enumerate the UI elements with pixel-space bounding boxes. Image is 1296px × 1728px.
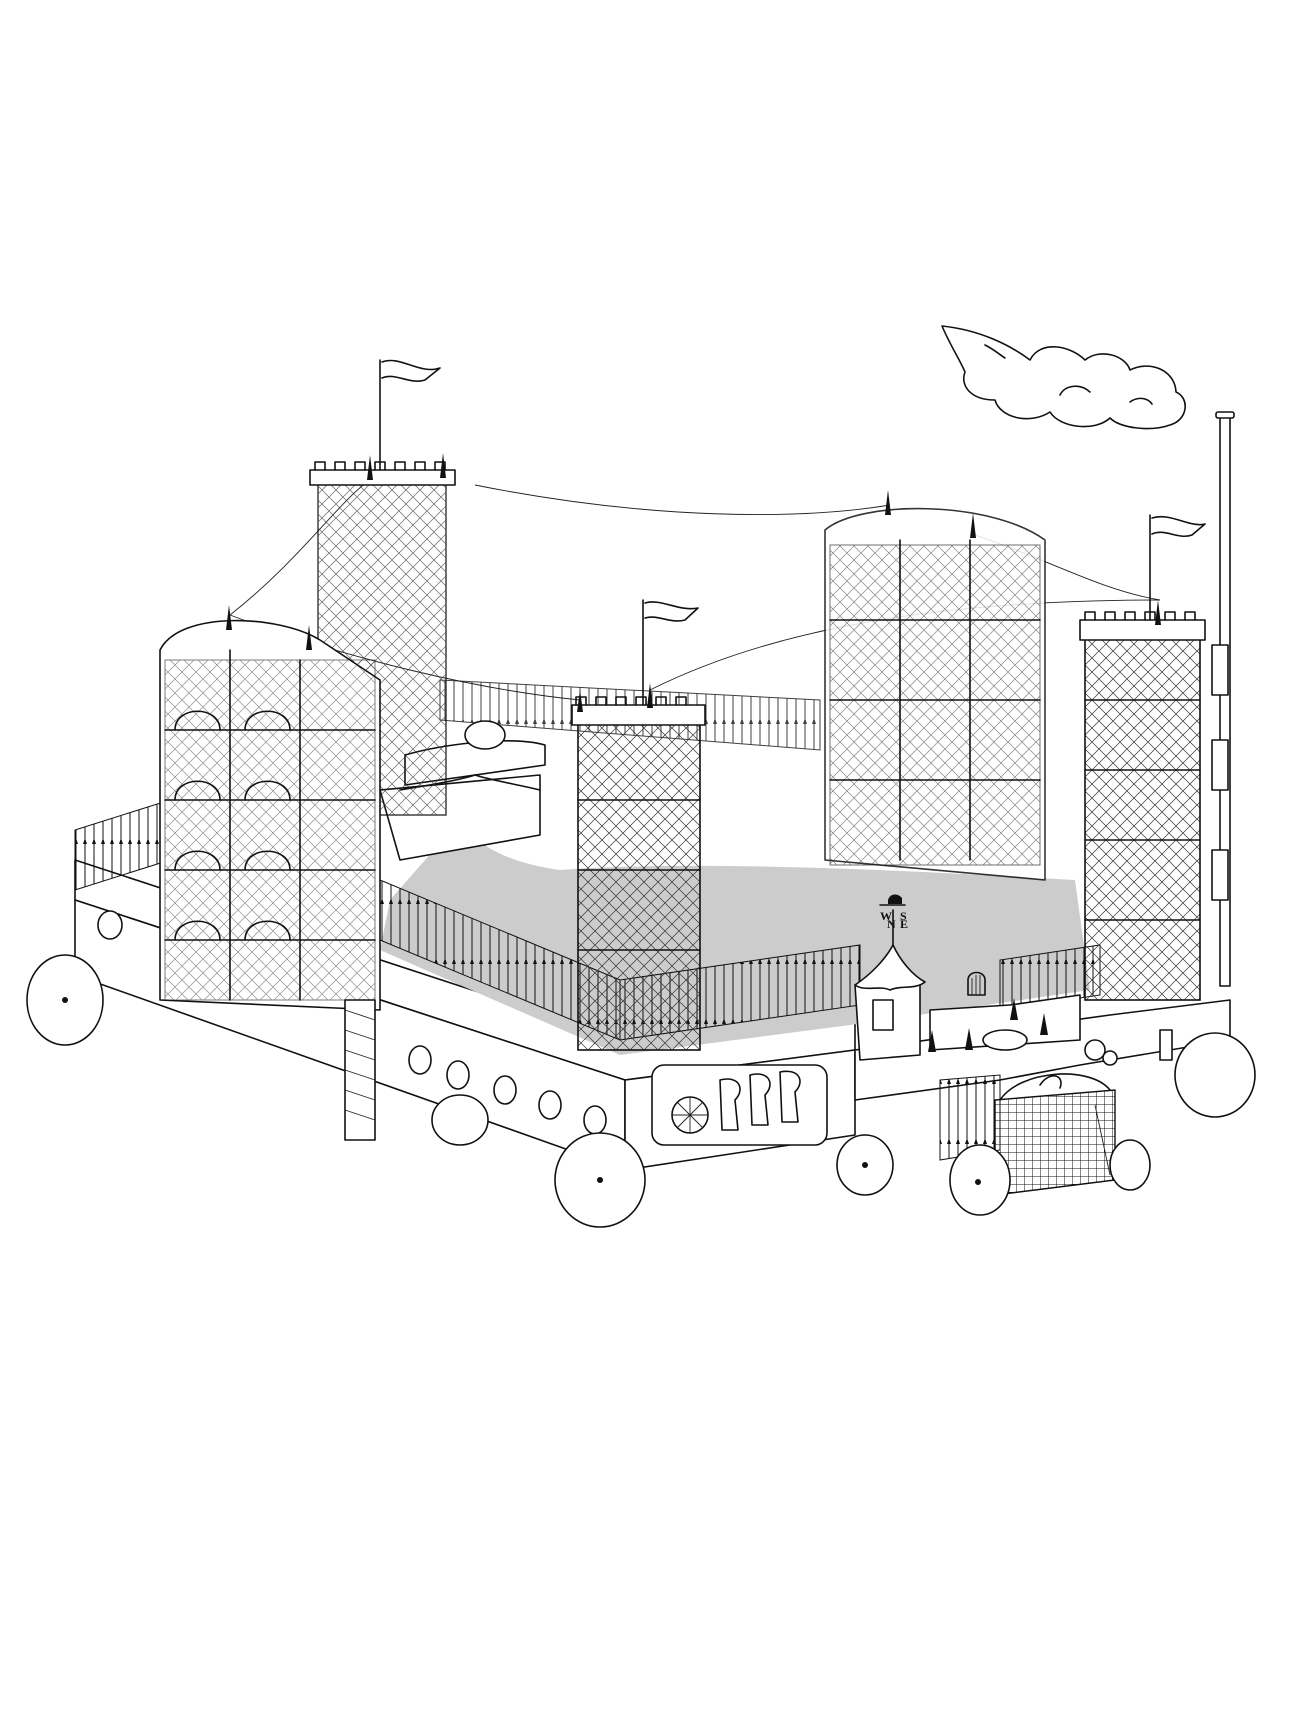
birdcage [967,971,986,996]
wheels [26,954,1256,1228]
portholes [97,910,607,1135]
compass-south: S [900,909,907,923]
compass-west: W [880,909,892,923]
compass-east: E [900,917,908,931]
gate [994,1073,1116,1196]
garden-deck [928,994,1081,1052]
compass-north: N [887,917,896,931]
machinery [1084,1029,1173,1066]
tower-front-center [571,599,706,1051]
tent: W N S E [854,894,926,1061]
arcade-back-right [824,490,1046,881]
chimney [1211,411,1235,987]
arcade-left [159,605,381,1141]
smoke-cloud [941,325,1186,430]
tower-right [1079,514,1206,1001]
relief-panel [651,1064,828,1146]
